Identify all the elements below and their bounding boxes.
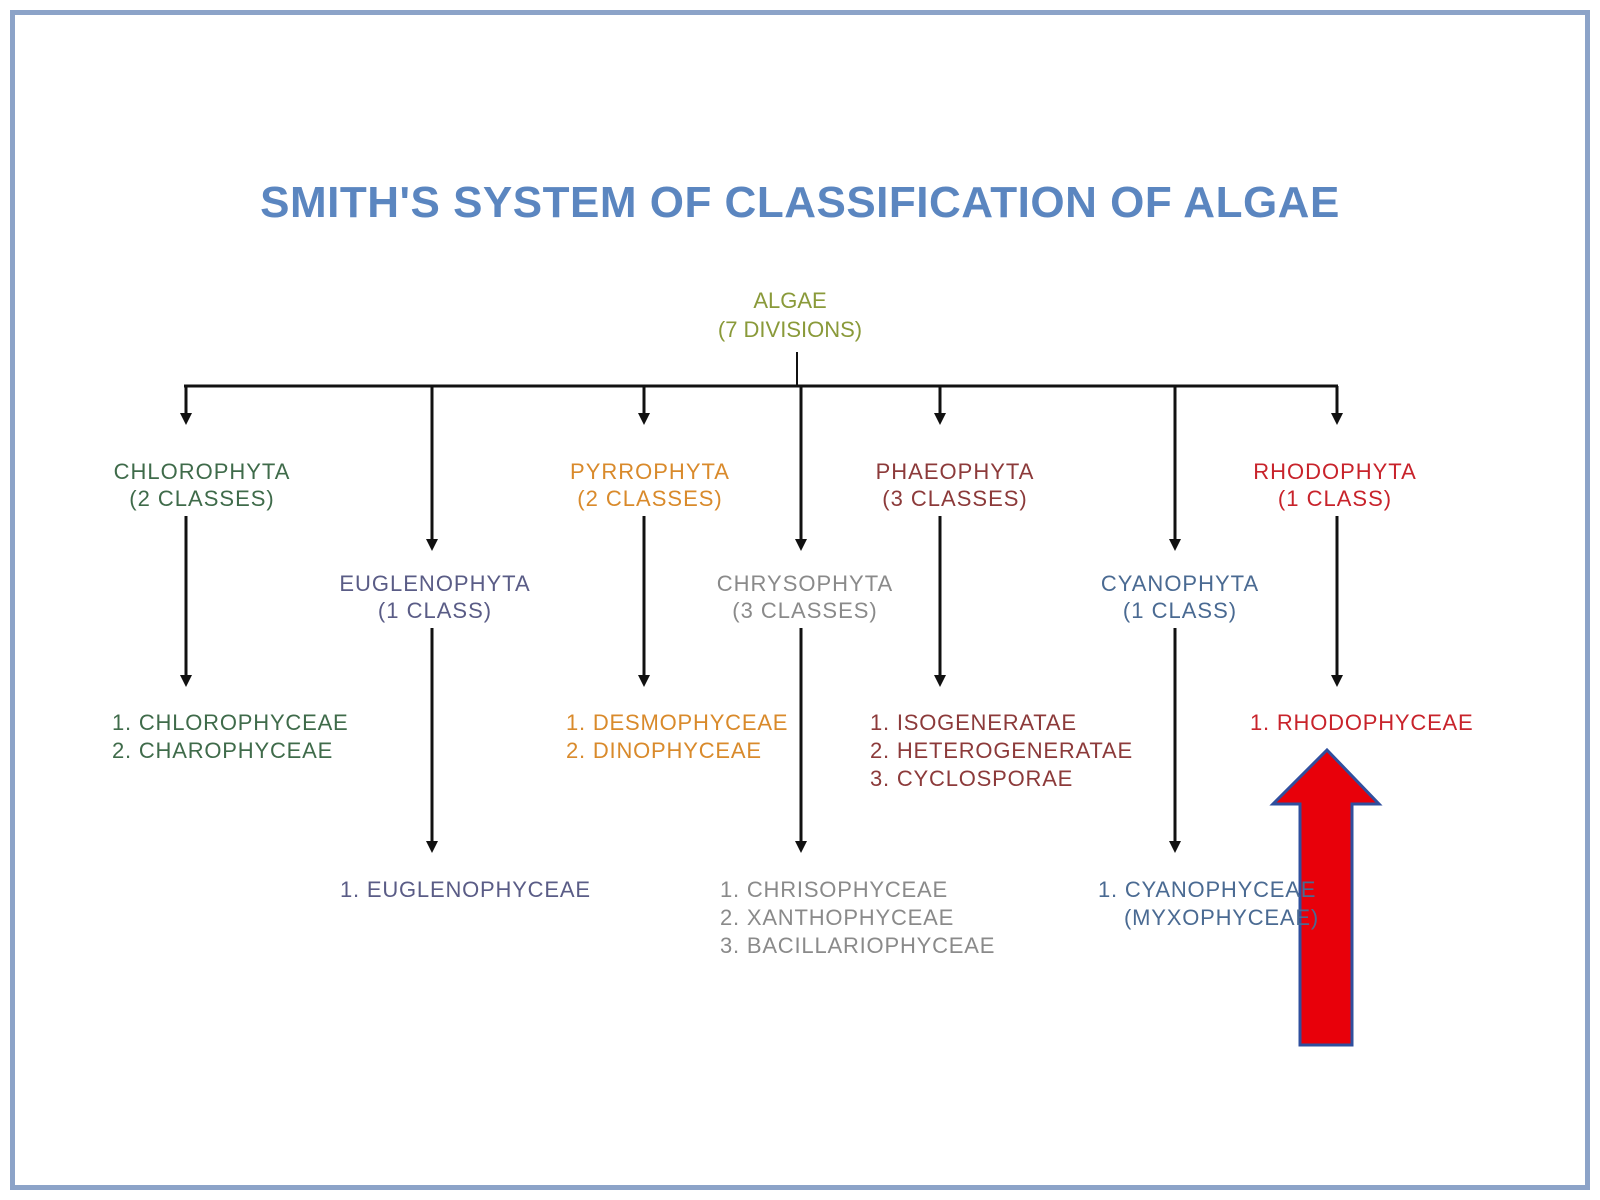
- division-classes-count: (2 CLASSES): [577, 486, 723, 511]
- division-classes-count: (3 CLASSES): [732, 598, 878, 623]
- division-name: RHODOPHYTA: [1253, 459, 1417, 484]
- connector-lines: [180, 352, 1343, 853]
- highlight-arrow-icon: [1269, 747, 1383, 1047]
- division-classes-count: (1 CLASS): [377, 598, 493, 623]
- division-chrysophyta: CHRYSOPHYTA (3 CLASSES): [700, 570, 910, 624]
- division-rhodophyta: RHODOPHYTA (1 CLASS): [1230, 458, 1440, 512]
- root-divisions-count: (7 DIVISIONS): [717, 317, 863, 342]
- classes-chlorophyta: 1. CHLOROPHYCEAE 2. CHAROPHYCEAE: [112, 709, 349, 765]
- division-name: CHLOROPHYTA: [113, 459, 291, 484]
- class-item: 1. EUGLENOPHYCEAE: [340, 877, 591, 902]
- class-item: 1. ISOGENERATAE: [870, 710, 1077, 735]
- class-item: 3. BACILLARIOPHYCEAE: [720, 933, 996, 958]
- class-item: 2. HETEROGENERATAE: [870, 738, 1133, 763]
- root-name: ALGAE: [753, 288, 827, 313]
- division-name: CHRYSOPHYTA: [716, 571, 894, 596]
- classes-cyanophyta: 1. CYANOPHYCEAE (MYXOPHYCEAE): [1098, 876, 1319, 932]
- class-item: 1. CHLOROPHYCEAE: [112, 710, 349, 735]
- classes-rhodophyta: 1. RHODOPHYCEAE: [1250, 709, 1474, 737]
- classes-euglenophyta: 1. EUGLENOPHYCEAE: [340, 876, 591, 904]
- division-name: EUGLENOPHYTA: [339, 571, 531, 596]
- classes-pyrrophyta: 1. DESMOPHYCEAE 2. DINOPHYCEAE: [566, 709, 788, 765]
- class-item: 1. CYANOPHYCEAE: [1098, 877, 1317, 902]
- class-item: 1. DESMOPHYCEAE: [566, 710, 789, 735]
- division-cyanophyta: CYANOPHYTA (1 CLASS): [1080, 570, 1280, 624]
- class-item: 2. XANTHOPHYCEAE: [720, 905, 955, 930]
- class-item: 2. DINOPHYCEAE: [566, 738, 762, 763]
- division-classes-count: (2 CLASSES): [129, 486, 275, 511]
- class-item: 1. RHODOPHYCEAE: [1250, 710, 1474, 735]
- class-item: 1. CHRISOPHYCEAE: [720, 877, 948, 902]
- division-name: CYANOPHYTA: [1100, 571, 1260, 596]
- division-name: PYRROPHYTA: [570, 459, 730, 484]
- page-title: SMITH'S SYSTEM OF CLASSIFICATION OF ALGA…: [260, 178, 1340, 227]
- class-item: 3. CYCLOSPORAE: [870, 766, 1074, 791]
- classes-chrysophyta: 1. CHRISOPHYCEAE 2. XANTHOPHYCEAE 3. BAC…: [720, 876, 995, 960]
- division-classes-count: (3 CLASSES): [882, 486, 1028, 511]
- classes-phaeophyta: 1. ISOGENERATAE 2. HETEROGENERATAE 3. CY…: [870, 709, 1133, 793]
- division-classes-count: (1 CLASS): [1122, 598, 1238, 623]
- division-pyrrophyta: PYRROPHYTA (2 CLASSES): [540, 458, 760, 512]
- division-euglenophyta: EUGLENOPHYTA (1 CLASS): [330, 570, 540, 624]
- division-name: PHAEOPHYTA: [875, 459, 1035, 484]
- division-chlorophyta: CHLOROPHYTA (2 CLASSES): [92, 458, 312, 512]
- class-item: 2. CHAROPHYCEAE: [112, 738, 334, 763]
- root-node-algae: ALGAE (7 DIVISIONS): [660, 286, 920, 344]
- division-classes-count: (1 CLASS): [1277, 486, 1393, 511]
- division-phaeophyta: PHAEOPHYTA (3 CLASSES): [850, 458, 1060, 512]
- class-item-alias: (MYXOPHYCEAE): [1124, 905, 1319, 930]
